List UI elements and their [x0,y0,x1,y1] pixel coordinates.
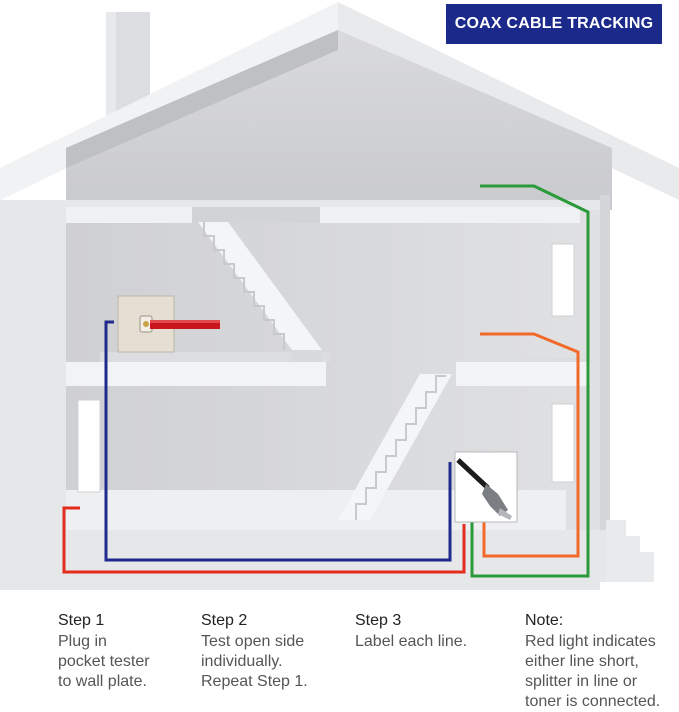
coax-cables [62,184,590,578]
note-title: Note: [525,612,564,629]
step-3-title: Step 3 [355,612,402,629]
attic-floor [66,207,192,223]
step-2-desc: Test open side individually. Repeat Step… [201,633,308,690]
step-1-desc: Plug in pocket tester to wall plate. [58,633,150,690]
wall-plate-tester [117,295,220,353]
step-1-title: Step 1 [58,612,105,629]
step-2-title: Step 2 [201,612,248,629]
middle-floor [66,362,326,386]
note-desc: Red light indicates either line short, s… [525,633,661,710]
coax-connector [454,451,518,523]
blue-cable [104,320,452,562]
step-2: Step 2 Test open side individually. Repe… [201,612,341,692]
step-3-desc: Label each line. [355,633,468,650]
upper-stairs [198,222,322,362]
window-lower-right [551,403,575,483]
orange-cable [480,332,580,558]
red-cable [62,506,466,574]
lower-stairs [338,374,452,520]
step-1: Step 1 Plug in pocket tester to wall pla… [58,612,188,692]
attic [66,30,612,210]
house-diagram [0,2,679,590]
green-cable [470,184,590,578]
window-lower-left [77,399,101,493]
note: Note: Red light indicates either line sh… [525,612,679,712]
window-upper-right [551,243,575,317]
step-3: Step 3 Label each line. [355,612,505,652]
title-badge: COAX CABLE TRACKING [446,4,662,44]
porch-steps [606,520,654,582]
